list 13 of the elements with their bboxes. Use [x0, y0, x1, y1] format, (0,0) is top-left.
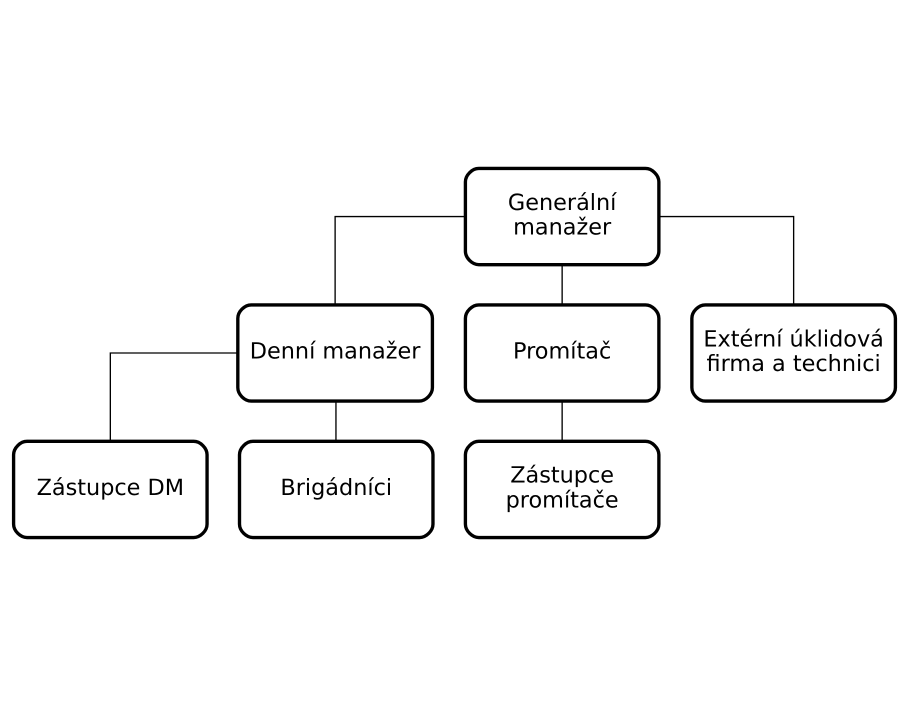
- connector: [334, 401, 336, 442]
- node-box: Zástupce promítače: [463, 440, 660, 540]
- connector: [560, 264, 562, 305]
- node-box: Zástupce DM: [11, 440, 208, 540]
- connector: [334, 216, 465, 305]
- node-box: Promítač: [463, 303, 660, 403]
- connector: [658, 216, 794, 305]
- node-box: Brigádníci: [237, 440, 434, 540]
- connector: [560, 401, 562, 442]
- node-box: Generální manažer: [463, 166, 660, 266]
- node-box: Denní manažer: [236, 303, 434, 403]
- connector: [109, 352, 237, 442]
- node-box: Extérní úklidová firma a technici: [690, 303, 897, 403]
